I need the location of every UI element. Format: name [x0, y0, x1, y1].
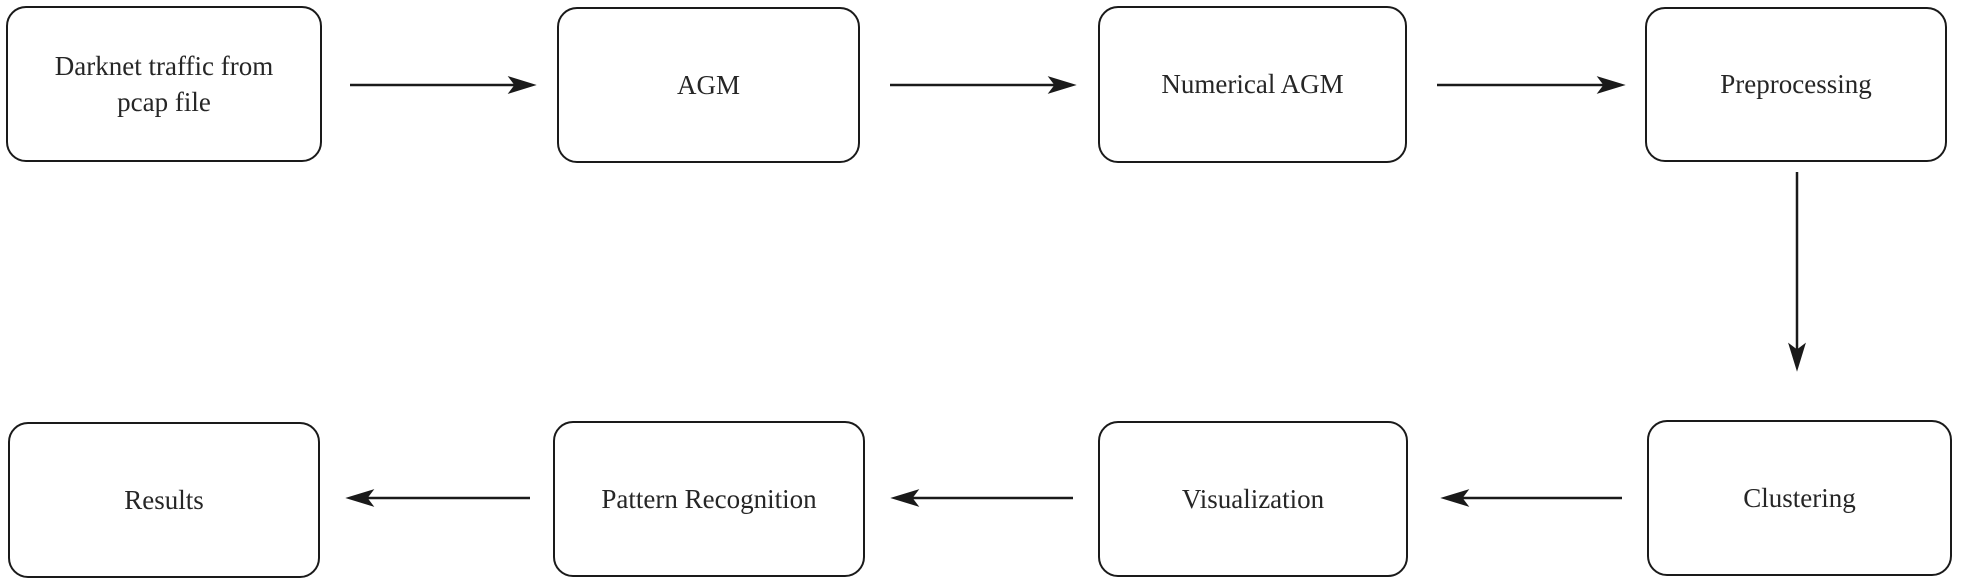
node-preprocessing: Preprocessing: [1645, 7, 1947, 162]
edge-numerical-agm-to-preprocessing: [1437, 76, 1626, 94]
node-agm: AGM: [557, 7, 860, 163]
node-clustering: Clustering: [1647, 420, 1952, 576]
node-label: Preprocessing: [1720, 69, 1872, 100]
edge-darknet-traffic-to-agm: [350, 76, 537, 94]
edge-arrowhead: [507, 76, 537, 94]
node-pattern-recognition: Pattern Recognition: [553, 421, 865, 577]
node-label: Numerical AGM: [1161, 69, 1344, 100]
node-label: Results: [124, 484, 204, 515]
node-results: Results: [8, 422, 320, 578]
node-label: Darknet traffic from pcap file: [54, 50, 274, 117]
node-label: Visualization: [1181, 483, 1325, 514]
edge-arrowhead: [1047, 76, 1077, 94]
edge-preprocessing-to-clustering: [1788, 172, 1806, 372]
node-darknet-traffic: Darknet traffic from pcap file: [6, 6, 322, 162]
node-label: AGM: [676, 69, 740, 100]
edge-arrowhead: [1596, 76, 1626, 94]
edge-arrowhead: [1440, 489, 1470, 507]
edge-agm-to-numerical-agm: [890, 76, 1077, 94]
edge-visualization-to-pattern-recognition: [890, 489, 1073, 507]
edge-clustering-to-visualization: [1440, 489, 1622, 507]
edge-arrowhead: [1788, 342, 1806, 372]
node-numerical-agm: Numerical AGM: [1098, 6, 1407, 163]
edge-arrowhead: [890, 489, 920, 507]
node-visualization: Visualization: [1098, 421, 1408, 577]
node-label: Pattern Recognition: [601, 483, 817, 514]
node-label: Clustering: [1743, 482, 1856, 513]
edge-arrowhead: [345, 489, 375, 507]
edge-pattern-recognition-to-results: [345, 489, 530, 507]
